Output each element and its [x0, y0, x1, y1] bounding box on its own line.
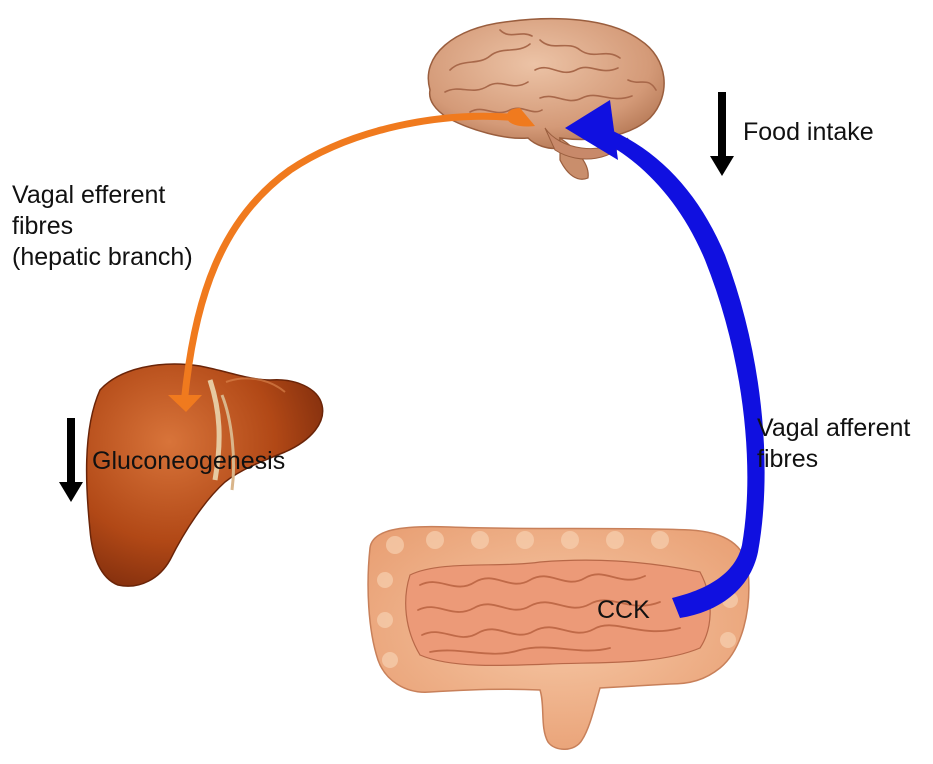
efferent-arrow [168, 108, 535, 412]
vagal-afferent-label: Vagal afferent fibres [757, 413, 910, 475]
down-arrow-icon [710, 92, 734, 176]
vagal-efferent-label: Vagal efferent fibres (hepatic branch) [12, 180, 193, 273]
cck-label: CCK [597, 595, 650, 626]
down-arrow-icon [59, 418, 83, 502]
food-intake-label: Food intake [743, 117, 874, 148]
intestine-illustration [368, 527, 749, 750]
gluconeogenesis-label: Gluconeogenesis [92, 446, 285, 477]
